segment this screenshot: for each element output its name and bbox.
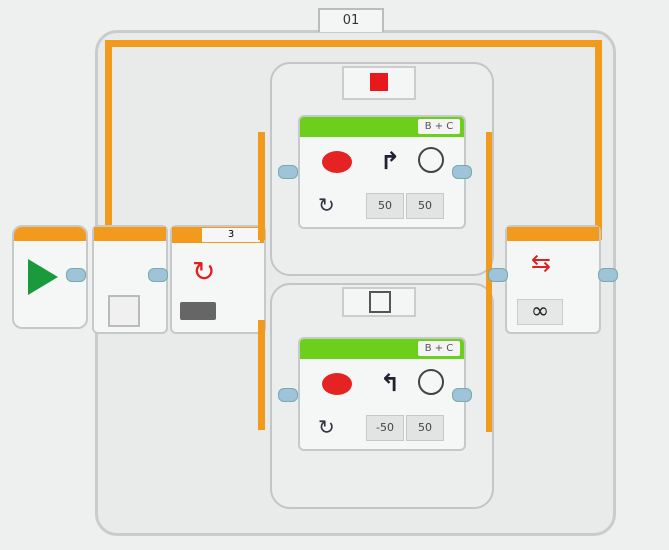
mode-on-icon[interactable]: ↻	[318, 193, 335, 217]
loop-wire-right	[595, 40, 602, 240]
switch-end-wire	[486, 132, 492, 432]
sensor-mode-icon[interactable]	[180, 302, 216, 320]
switch-wire-bottom	[258, 320, 265, 430]
motor-icon	[322, 373, 352, 395]
start-block-header	[14, 227, 86, 241]
port-selector[interactable]: B + C	[418, 119, 460, 134]
move-steering-block[interactable]: B + C ↱ ↻ 50 50	[298, 115, 466, 229]
loop-wire-top	[105, 40, 602, 47]
loop-start-header	[94, 227, 166, 241]
switch-case-value[interactable]: 3	[202, 228, 260, 242]
switch-block[interactable]: 3 ↻	[170, 225, 266, 334]
play-icon	[28, 259, 58, 295]
power-gauge-icon	[418, 369, 444, 395]
case-tab[interactable]	[342, 287, 416, 317]
loop-arrows-icon: ⇆	[531, 249, 552, 277]
sequence-plug	[278, 165, 298, 179]
sequence-plug	[452, 388, 472, 402]
switch-wire-top	[258, 132, 265, 240]
loop-interrupt-icon	[108, 295, 140, 327]
power-gauge-icon	[418, 147, 444, 173]
sequence-plug-out	[598, 268, 618, 282]
sequence-plug	[452, 165, 472, 179]
steering-value[interactable]: 50	[366, 193, 404, 219]
loop-end[interactable]: ⇆ ∞	[505, 225, 601, 334]
empty-square-icon	[369, 291, 391, 313]
motor-icon	[322, 151, 352, 173]
move-steering-block[interactable]: B + C ↰ ↻ -50 50	[298, 337, 466, 451]
loop-count-infinity[interactable]: ∞	[517, 299, 563, 325]
sequence-plug	[148, 268, 168, 282]
loop-name-label[interactable]: 01	[318, 8, 384, 32]
loop-wire-left	[105, 40, 112, 240]
gyro-sensor-icon: ↻	[192, 255, 216, 288]
loop-start	[92, 225, 168, 334]
start-block[interactable]	[12, 225, 88, 329]
mode-on-icon[interactable]: ↻	[318, 415, 335, 439]
power-value[interactable]: 50	[406, 193, 444, 219]
steering-value[interactable]: -50	[366, 415, 404, 441]
red-square-icon	[370, 73, 388, 91]
turn-right-icon: ↱	[380, 147, 401, 175]
sequence-plug	[278, 388, 298, 402]
turn-left-icon: ↰	[380, 369, 401, 397]
block-header: B + C	[300, 117, 464, 137]
loop-end-header	[507, 227, 599, 241]
sequence-plug	[488, 268, 508, 282]
block-header: B + C	[300, 339, 464, 359]
sequence-plug	[66, 268, 86, 282]
port-selector[interactable]: B + C	[418, 341, 460, 356]
power-value[interactable]: 50	[406, 415, 444, 441]
case-tab[interactable]	[342, 66, 416, 100]
